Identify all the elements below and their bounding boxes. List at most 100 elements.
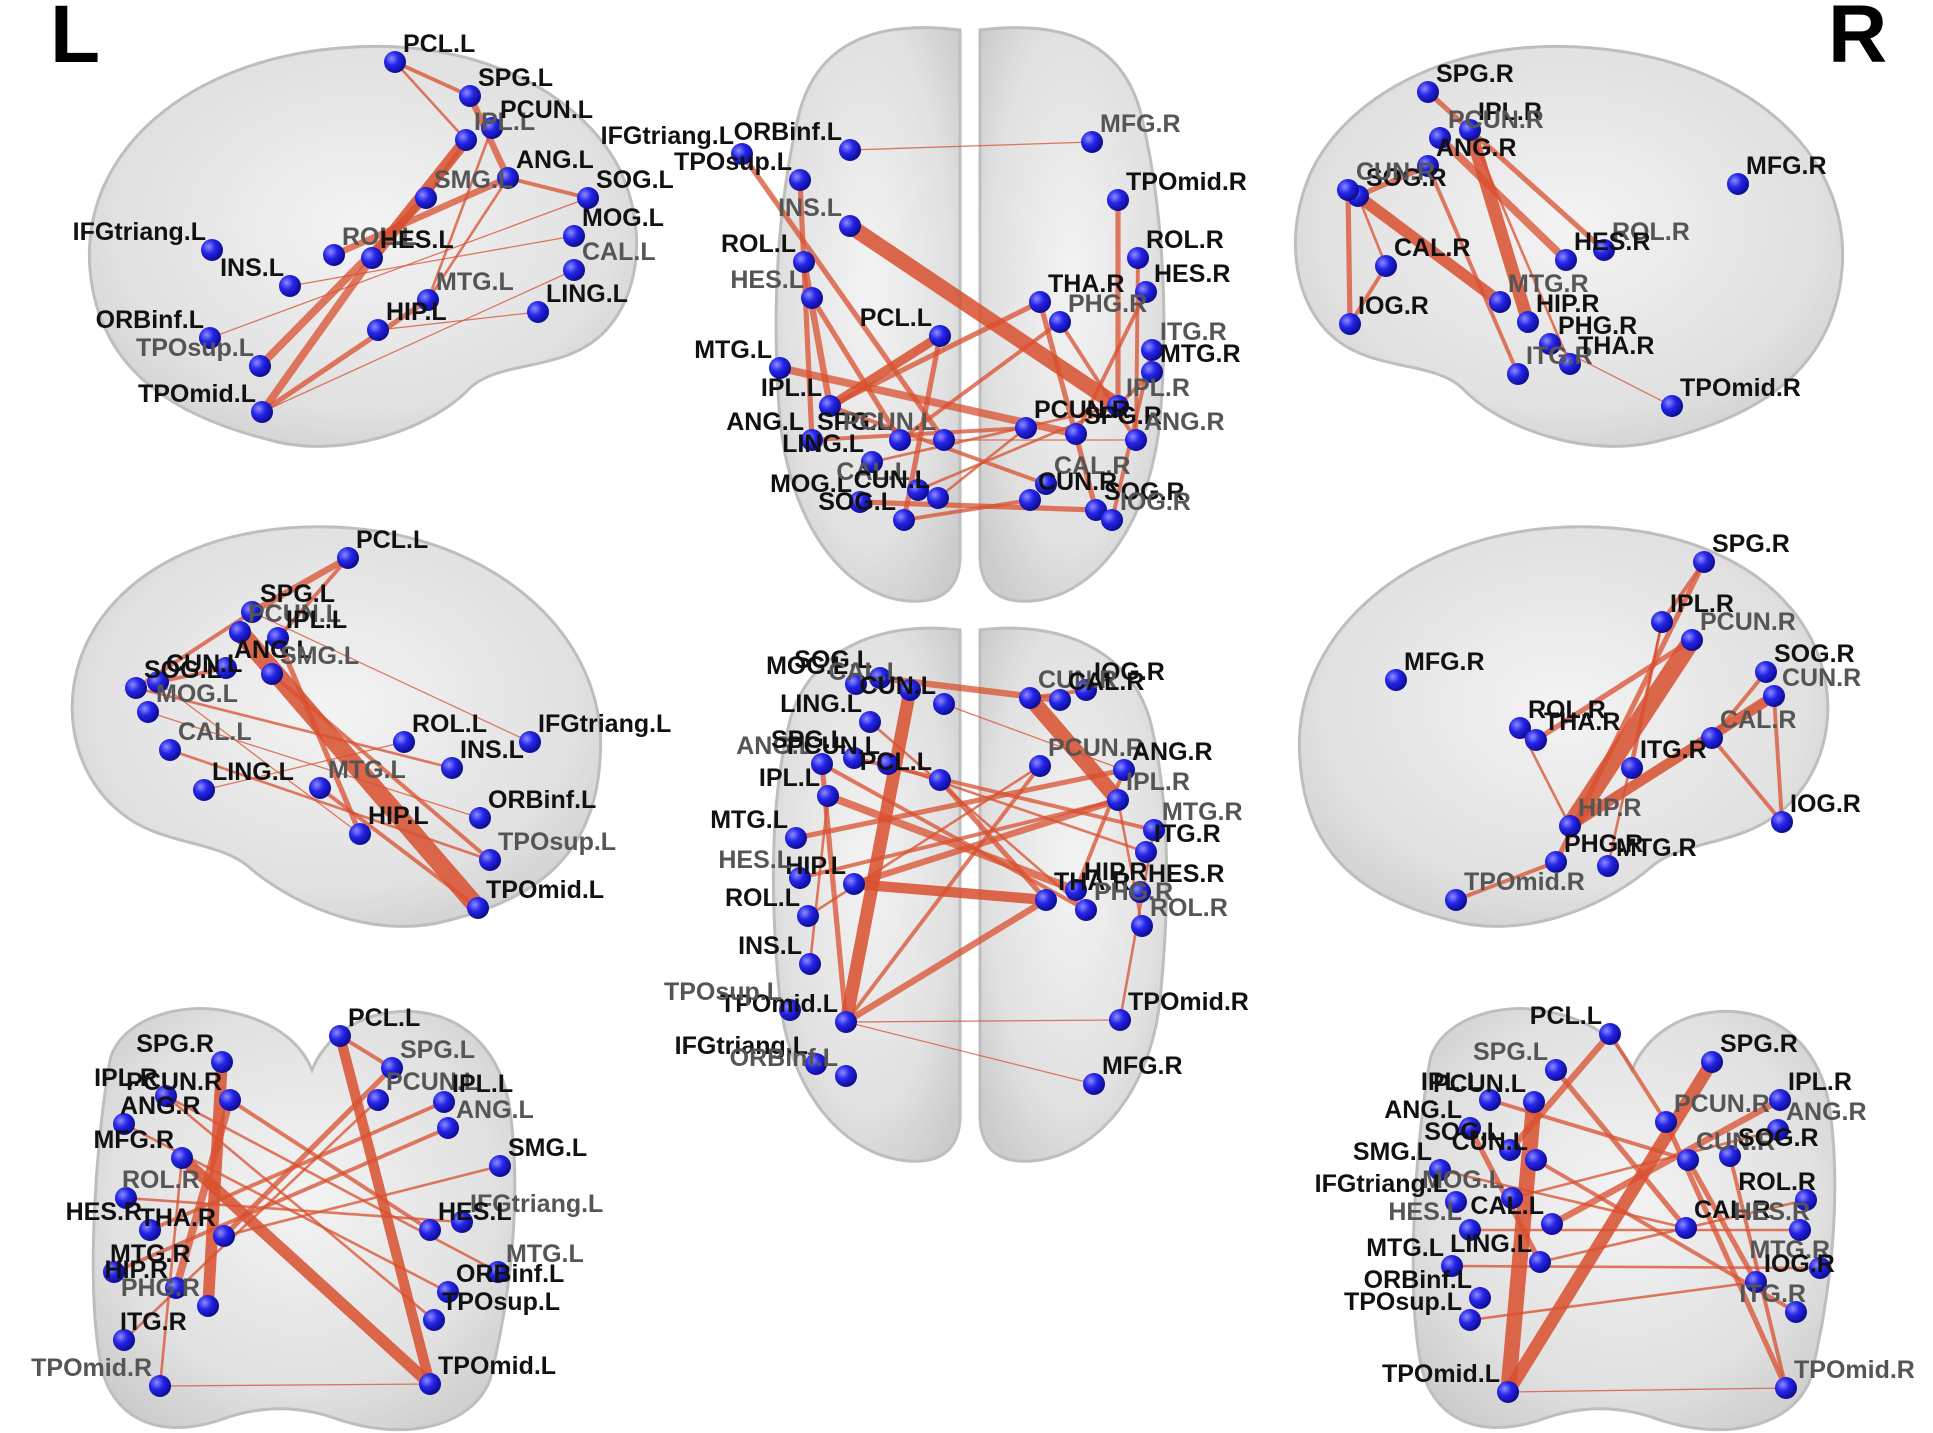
node-top-dorsal-mog-l	[849, 491, 871, 513]
node-left-lateral-mog-l	[563, 225, 585, 247]
edge-right-coronal-tposup-l-to-iog-r	[1468, 1280, 1758, 1322]
node-top-dorsal-ang-r	[1125, 429, 1147, 451]
label-left-medial-mtg-l: MTG.L	[328, 756, 406, 784]
node-left-medial-ang-l	[215, 657, 237, 679]
node-bottom-ventral-mfg-r	[1083, 1073, 1105, 1095]
edge-right-coronal-ipl-r-to-cal-l	[1548, 1096, 1784, 1228]
label-right-lateral-spg-r: SPG.R	[1436, 60, 1514, 88]
node-right-medial-spg-r	[1693, 551, 1715, 573]
edge-top-dorsal-ang-l-to-pcun-r	[810, 426, 1028, 442]
edge-right-medial-tha-r-to-pcun-r	[1533, 637, 1695, 743]
label-top-dorsal-rol-l: ROL.L	[721, 230, 796, 258]
label-top-dorsal-ifgtriang-l: IFGtriang.L	[601, 122, 734, 150]
edge-right-medial-sog-r-to-cal-r	[1710, 670, 1768, 740]
edge-left-lateral-sog-l-to-orbinf-l	[209, 197, 589, 339]
node-right-lateral-phg-r	[1539, 333, 1561, 355]
label-right-coronal-ang-l: ANG.L	[1384, 1096, 1462, 1124]
label-left-coronal-rol-r: ROL.R	[122, 1166, 200, 1194]
edge-bottom-ventral-ling-l-to-phg-r	[868, 720, 1088, 912]
node-top-dorsal-ipl-l	[819, 395, 841, 417]
node-right-medial-iog-r	[1771, 811, 1793, 833]
node-right-medial-rol-r	[1509, 717, 1531, 739]
label-top-dorsal-pcl-l: PCL.L	[860, 304, 932, 332]
label-top-dorsal-rol-r: ROL.R	[1146, 226, 1224, 254]
node-left-coronal-phg-r	[197, 1295, 219, 1317]
node-left-coronal-itg-r	[113, 1329, 135, 1351]
node-right-coronal-ifgtriang-l	[1445, 1191, 1467, 1213]
node-bottom-ventral-tha-r	[1035, 889, 1057, 911]
node-left-lateral-pcl-l	[384, 51, 406, 73]
node-right-medial-hip-r	[1559, 815, 1581, 837]
label-right-lateral-cun-r: CUN.R	[1356, 158, 1435, 186]
label-top-dorsal-phg-r: PHG.R	[1068, 290, 1147, 318]
edge-left-lateral-pcl-l-to-ipl-l	[393, 60, 468, 142]
label-left-lateral-ipl-l: IPL.L	[474, 108, 535, 136]
label-right-coronal-pcun-r: PCUN.R	[1674, 1090, 1770, 1118]
label-right-coronal-spg-r: SPG.R	[1720, 1030, 1798, 1058]
node-left-medial-rol-l	[393, 731, 415, 753]
label-bottom-ventral-hes-r: HES.R	[1148, 860, 1224, 888]
label-bottom-ventral-pcun-r: PCUN.R	[1048, 734, 1144, 762]
label-bottom-ventral-ipl-r: IPL.R	[1126, 768, 1190, 796]
node-bottom-ventral-ipl-r	[1107, 789, 1129, 811]
node-right-coronal-tpomid-l	[1497, 1381, 1519, 1403]
label-top-dorsal-tha-r: THA.R	[1048, 270, 1124, 298]
node-top-dorsal-sog-l	[893, 509, 915, 531]
edge-left-lateral-ang-l-to-sog-l	[506, 176, 590, 200]
label-left-medial-pcl-l: PCL.L	[356, 526, 428, 554]
node-bottom-ventral-ipl-l	[817, 785, 839, 807]
node-top-dorsal-rol-l	[793, 251, 815, 273]
edge-right-coronal-spg-l-to-cal-r	[1553, 1067, 1689, 1231]
node-left-lateral-ifgtriang-l	[201, 239, 223, 261]
node-left-medial-ipl-l	[267, 627, 289, 649]
node-bottom-ventral-hes-l	[789, 867, 811, 889]
label-left-coronal-hip-r: HIP.R	[105, 1256, 168, 1284]
node-left-medial-cal-l	[159, 739, 181, 761]
node-left-lateral-ipl-l	[455, 129, 477, 151]
label-left-lateral-hip-l: HIP.L	[386, 298, 447, 326]
label-left-coronal-ipl-l: IPL.L	[452, 1070, 513, 1098]
brain-right-medial	[1297, 525, 1830, 928]
edge-bottom-ventral-tpomid-l-to-tpomid-r	[845, 1019, 1121, 1023]
node-bottom-ventral-rol-r	[1131, 915, 1153, 937]
label-right-coronal-pcun-l: PCUN.L	[1433, 1070, 1526, 1098]
label-top-dorsal-iog-r: IOG.R	[1120, 488, 1191, 516]
label-bottom-ventral-ins-l: INS.L	[738, 932, 802, 960]
node-left-lateral-ins-l	[279, 275, 301, 297]
label-right-coronal-spg-l: SPG.L	[1473, 1038, 1548, 1066]
node-left-coronal-tpomid-l	[419, 1373, 441, 1395]
edge-left-lateral-ang-l-to-mtg-l	[426, 176, 510, 302]
label-left-coronal-spg-l: SPG.L	[400, 1036, 475, 1064]
node-top-dorsal-ipl-r	[1107, 395, 1129, 417]
label-bottom-ventral-ifgtriang-l: IFGtriang.L	[675, 1032, 808, 1060]
edge-left-coronal-pcun-r-to-hip-r	[172, 1096, 234, 1292]
node-left-coronal-spg-l	[381, 1057, 403, 1079]
label-right-coronal-orbinf-l: ORBinf.L	[1364, 1266, 1472, 1294]
label-right-coronal-smg-l: SMG.L	[1353, 1138, 1432, 1166]
edge-right-coronal-pcun-l-to-tpomid-l	[1500, 1094, 1542, 1400]
node-bottom-ventral-tpomid-l	[835, 1011, 857, 1033]
edge-right-medial-spg-r-to-phg-r	[1553, 559, 1707, 865]
edge-right-lateral-ipl-r-to-hip-r	[1463, 123, 1535, 329]
node-right-medial-pcun-r	[1681, 629, 1703, 651]
node-right-lateral-ang-r	[1417, 155, 1439, 177]
node-left-lateral-rol-l	[323, 244, 345, 266]
label-left-lateral-pcun-l: PCUN.L	[500, 96, 593, 124]
node-right-coronal-smg-l	[1429, 1159, 1451, 1181]
label-right-coronal-rol-r: ROL.R	[1738, 1168, 1816, 1196]
label-left-medial-ifgtriang-l: IFGtriang.L	[538, 710, 671, 738]
label-right-coronal-ipl-l: IPL.L	[1421, 1068, 1482, 1096]
label-bottom-ventral-tpomid-l: TPOmid.L	[720, 990, 838, 1018]
node-right-medial-mfg-r	[1385, 669, 1407, 691]
node-bottom-ventral-spg-l	[843, 747, 865, 769]
node-left-lateral-ang-l	[497, 167, 519, 189]
label-bottom-ventral-iog-r: IOG.R	[1094, 658, 1165, 686]
edge-left-coronal-itg-r-to-pcun-l	[122, 1098, 380, 1342]
edge-bottom-ventral-ipl-l-to-hip-r	[824, 792, 1080, 894]
node-top-dorsal-hes-r	[1135, 281, 1157, 303]
label-left-coronal-ifgtriang-l: IFGtriang.L	[470, 1190, 603, 1218]
label-bottom-ventral-ang-r: ANG.R	[1132, 738, 1213, 766]
label-left-coronal-spg-r: SPG.R	[136, 1030, 214, 1058]
label-right-coronal-ang-r: ANG.R	[1786, 1098, 1867, 1126]
label-top-dorsal-pcun-r: PCUN.R	[1034, 396, 1130, 424]
